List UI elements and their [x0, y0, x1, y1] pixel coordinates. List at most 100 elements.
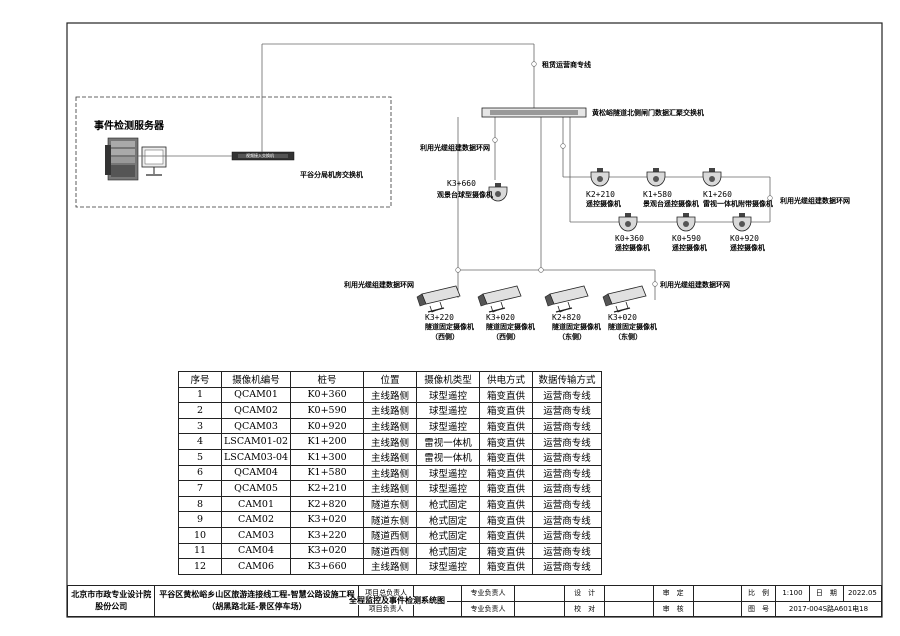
approve-label: 审 定: [652, 585, 694, 602]
table-cell: 雷视一体机: [416, 448, 481, 466]
check-label: 校 对: [564, 600, 606, 617]
table-cell: 隧道东侧: [363, 495, 418, 513]
table-cell: 箱变直供: [479, 480, 534, 497]
monitor-icon: [141, 146, 167, 176]
table-cell: 隧道东侧: [363, 511, 418, 528]
table-cell: 球型遥控: [416, 386, 481, 404]
review-label: 审 核: [652, 600, 694, 617]
table-cell: 运营商专线: [532, 417, 603, 435]
table-cell: K0+590: [290, 402, 365, 419]
table-cell: 球型遥控: [416, 402, 481, 419]
table-cell: K2+820: [290, 495, 365, 513]
bullet-type: 隧道固定摄像机: [608, 323, 657, 331]
table-cell: K1+580: [290, 464, 365, 482]
core-switch-label: 黄松峪隧道北侧闸门数据汇聚交换机: [592, 109, 704, 117]
table-cell: 枪式固定: [416, 526, 481, 544]
table-cell: 箱变直供: [479, 433, 534, 450]
table-cell: 箱变直供: [479, 526, 534, 544]
table-cell: CAM06: [220, 558, 292, 575]
table-cell: K1+200: [290, 433, 365, 450]
table-cell: 主线路侧: [363, 558, 418, 575]
date-label: 日 期: [808, 585, 844, 602]
table-cell: LSCAM01-02: [220, 433, 292, 450]
dome-camera-k2210-icon: [590, 167, 610, 187]
table-cell: 运营商专线: [532, 511, 603, 528]
bullet-pos: K3+220: [425, 313, 454, 322]
dome-top-type: 遥控摄像机: [586, 200, 621, 208]
table-cell: 运营商专线: [532, 402, 603, 419]
table-cell: 6: [178, 464, 222, 482]
dome-camera-k1260-icon: [702, 167, 722, 187]
bullet-camera-k3020e-icon: [602, 285, 647, 313]
table-cell: 雷视一体机: [416, 433, 481, 450]
table-cell: 球型遥控: [416, 464, 481, 482]
dome-top-pos: K1+580: [643, 190, 672, 199]
table-cell: 箱变直供: [479, 558, 534, 575]
table-cell: K1+300: [290, 448, 365, 466]
bullet-type: 隧道固定摄像机: [425, 323, 474, 331]
header-cell: 数据传输方式: [532, 371, 603, 388]
table-cell: 枪式固定: [416, 495, 481, 513]
bullet-side: （西侧）: [431, 333, 459, 341]
spec-lead-label: 专业负责人: [461, 600, 515, 617]
dome-top-pos: K1+260: [703, 190, 732, 199]
table-cell: 主线路侧: [363, 402, 418, 419]
dome-bottom-type: 遥控摄像机: [615, 244, 650, 252]
table-cell: 3: [178, 417, 222, 435]
table-cell: K3+020: [290, 542, 365, 560]
table-cell: 1: [178, 386, 222, 404]
table-cell: 7: [178, 480, 222, 497]
table-cell: 主线路侧: [363, 417, 418, 435]
bullet-side: （西侧）: [492, 333, 520, 341]
table-cell: 运营商专线: [532, 495, 603, 513]
table-cell: CAM03: [220, 526, 292, 544]
table-cell: 5: [178, 448, 222, 466]
table-cell: K0+920: [290, 417, 365, 435]
header-cell: 供电方式: [479, 371, 534, 388]
ring-left-label: 利用光缆组建数据环网: [420, 144, 490, 152]
table-cell: 主线路侧: [363, 433, 418, 450]
table-cell: 2: [178, 402, 222, 419]
dome-camera-k0360-icon: [618, 212, 638, 232]
core-switch-icon: [481, 107, 587, 118]
table-cell: 箱变直供: [479, 464, 534, 482]
scale-value: 1:100: [774, 585, 810, 602]
drawing-title: 全程监控及事件检测系统图: [347, 596, 447, 605]
drawing-no-label: 图 号: [741, 600, 776, 617]
title-block: 北京市市政专业设计院 股份公司 平谷区黄松峪乡山区旅游连接线工程-智慧公路设施工…: [66, 585, 883, 617]
table-cell: QCAM02: [220, 402, 292, 419]
table-cell: 运营商专线: [532, 448, 603, 466]
company-name-line2: 股份公司: [95, 602, 128, 611]
table-cell: 主线路侧: [363, 480, 418, 497]
table-cell: 运营商专线: [532, 480, 603, 497]
table-cell: LSCAM03-04: [220, 448, 292, 466]
table-cell: QCAM01: [220, 386, 292, 404]
operator-line-label: 租赁运营商专线: [542, 61, 591, 69]
spec-lead-label: 专业负责人: [461, 585, 515, 602]
table-cell: 运营商专线: [532, 558, 603, 575]
table-cell: 主线路侧: [363, 448, 418, 466]
table-cell: 球型遥控: [416, 480, 481, 497]
bullet-pos: K2+820: [552, 313, 581, 322]
design-label: 设 计: [564, 585, 606, 602]
project-name-line1: 平谷区黄松峪乡山区旅游连接线工程-智慧公路设施工程: [159, 590, 355, 600]
ring-bottom-right-label: 利用光缆组建数据环网: [660, 281, 730, 289]
server-room-box: [75, 96, 392, 208]
table-cell: 箱变直供: [479, 386, 534, 404]
bullet-camera-k3020w-icon: [477, 285, 522, 313]
table-cell: QCAM04: [220, 464, 292, 482]
ring-bottom-left-label: 利用光缆组建数据环网: [344, 281, 414, 289]
bullet-camera-k3220-icon: [416, 285, 461, 313]
dome-bottom-type: 遥控摄像机: [730, 244, 765, 252]
table-cell: 运营商专线: [532, 464, 603, 482]
table-cell: K2+210: [290, 480, 365, 497]
